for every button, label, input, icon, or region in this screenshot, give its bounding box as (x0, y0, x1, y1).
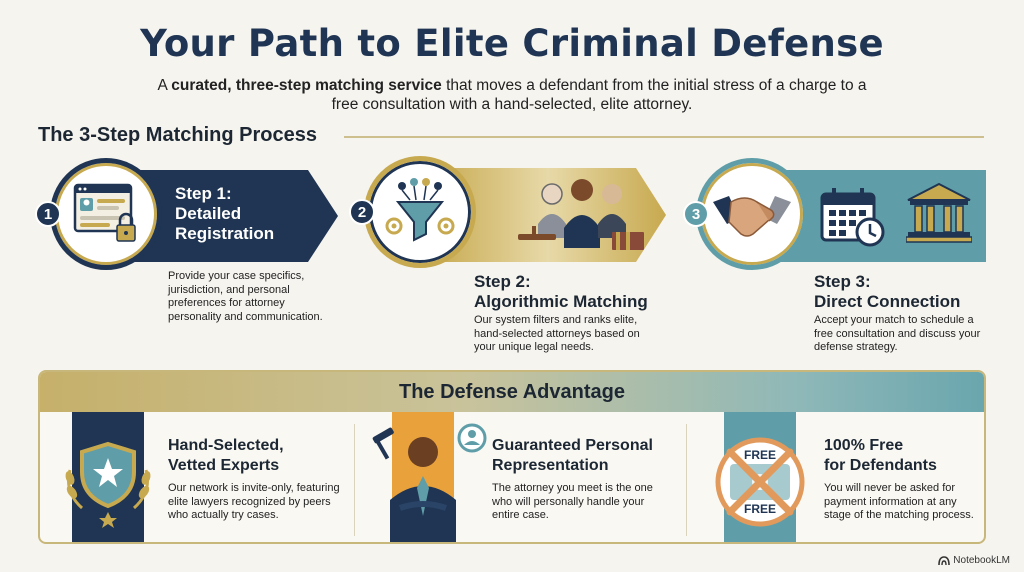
step-2-title: Step 2: Algorithmic Matching (474, 272, 648, 312)
subtitle-bold: curated, three-step matching service (171, 77, 442, 94)
step-3-number: 3 (683, 201, 709, 227)
step-3-title-line1: Step 3: (814, 272, 871, 291)
brand-watermark: NotebookLM (938, 555, 1010, 566)
step-3-title: Step 3: Direct Connection (814, 272, 960, 312)
advantage-header-bar (40, 372, 984, 412)
step-1-arrow (118, 170, 338, 262)
filter-funnel-icon (385, 178, 455, 242)
attorney-person-icon (372, 412, 487, 542)
advantage-2-title-line2: Representation (492, 457, 609, 474)
advantage-1-title: Hand-Selected, Vetted Experts (168, 436, 284, 476)
brand-label: NotebookLM (953, 555, 1010, 566)
advantage-heading: The Defense Advantage (399, 381, 625, 403)
step-1-title-line3: Registration (175, 224, 275, 243)
advantage-divider-1 (354, 424, 355, 536)
step-3-circle (696, 158, 808, 270)
notebooklm-logo-icon (938, 555, 951, 565)
free-no-payment-icon: FREE FREE (708, 412, 812, 542)
advantage-1-title-line1: Hand-Selected, (168, 437, 284, 454)
step-1-title-line1: Step 1: (175, 184, 232, 203)
shield-star-icon (65, 412, 151, 542)
advantage-1-description: Our network is invite-only, featuring el… (168, 482, 340, 521)
attorney-group-icon (518, 179, 644, 250)
handshake-icon (713, 196, 791, 237)
advantage-3-title-line1: 100% Free (824, 437, 904, 454)
step-2-number: 2 (349, 199, 375, 225)
subtitle-pre: A (157, 77, 172, 94)
calendar-clock-icon (820, 188, 885, 247)
advantage-3-title: 100% Free for Defendants (824, 436, 937, 476)
step-1-title-line2: Detailed (175, 204, 242, 223)
free-badge-top: FREE (743, 448, 776, 462)
step-2-title-line1: Step 2: (474, 272, 531, 291)
page-subtitle: A curated, three-step matching service t… (150, 76, 874, 114)
step-1-circle (50, 158, 162, 270)
step-1-title: Step 1: Detailed Registration (175, 184, 274, 244)
advantage-1-title-line2: Vetted Experts (168, 457, 280, 474)
advantage-3-description: You will never be asked for payment info… (824, 482, 974, 521)
advantage-3-title-line2: for Defendants (824, 457, 937, 474)
free-badge-graphic (715, 412, 805, 542)
step-1-description: Provide your case specifics, jurisdictio… (168, 270, 323, 323)
step-2-title-line2: Algorithmic Matching (474, 292, 648, 311)
subtitle-post: that moves a defendant from the initial … (331, 77, 867, 113)
step-3-title-line2: Direct Connection (814, 292, 961, 311)
page-title: Your Path to Elite Criminal Defense (140, 22, 884, 65)
advantage-2-title: Guaranteed Personal Representation (492, 436, 653, 476)
step-3-description: Accept your match to schedule a free con… (814, 314, 981, 353)
step-2-description: Our system filters and ranks elite, hand… (474, 314, 640, 353)
advantage-2-title-line1: Guaranteed Personal (492, 437, 653, 454)
courthouse-icon (906, 182, 972, 243)
registration-form-lock-icon (73, 183, 136, 242)
step-2-circle (364, 156, 476, 268)
advantage-2-description: The attorney you meet is the one who wil… (492, 482, 653, 521)
free-badge-bottom: FREE (743, 502, 776, 516)
process-heading-rule (344, 136, 984, 138)
advantage-divider-2 (686, 424, 687, 536)
process-heading: The 3-Step Matching Process (38, 124, 317, 146)
step-1-number: 1 (35, 201, 61, 227)
advantage-panel: The Defense Advantage Hand-Selected, Vet… (38, 370, 986, 544)
